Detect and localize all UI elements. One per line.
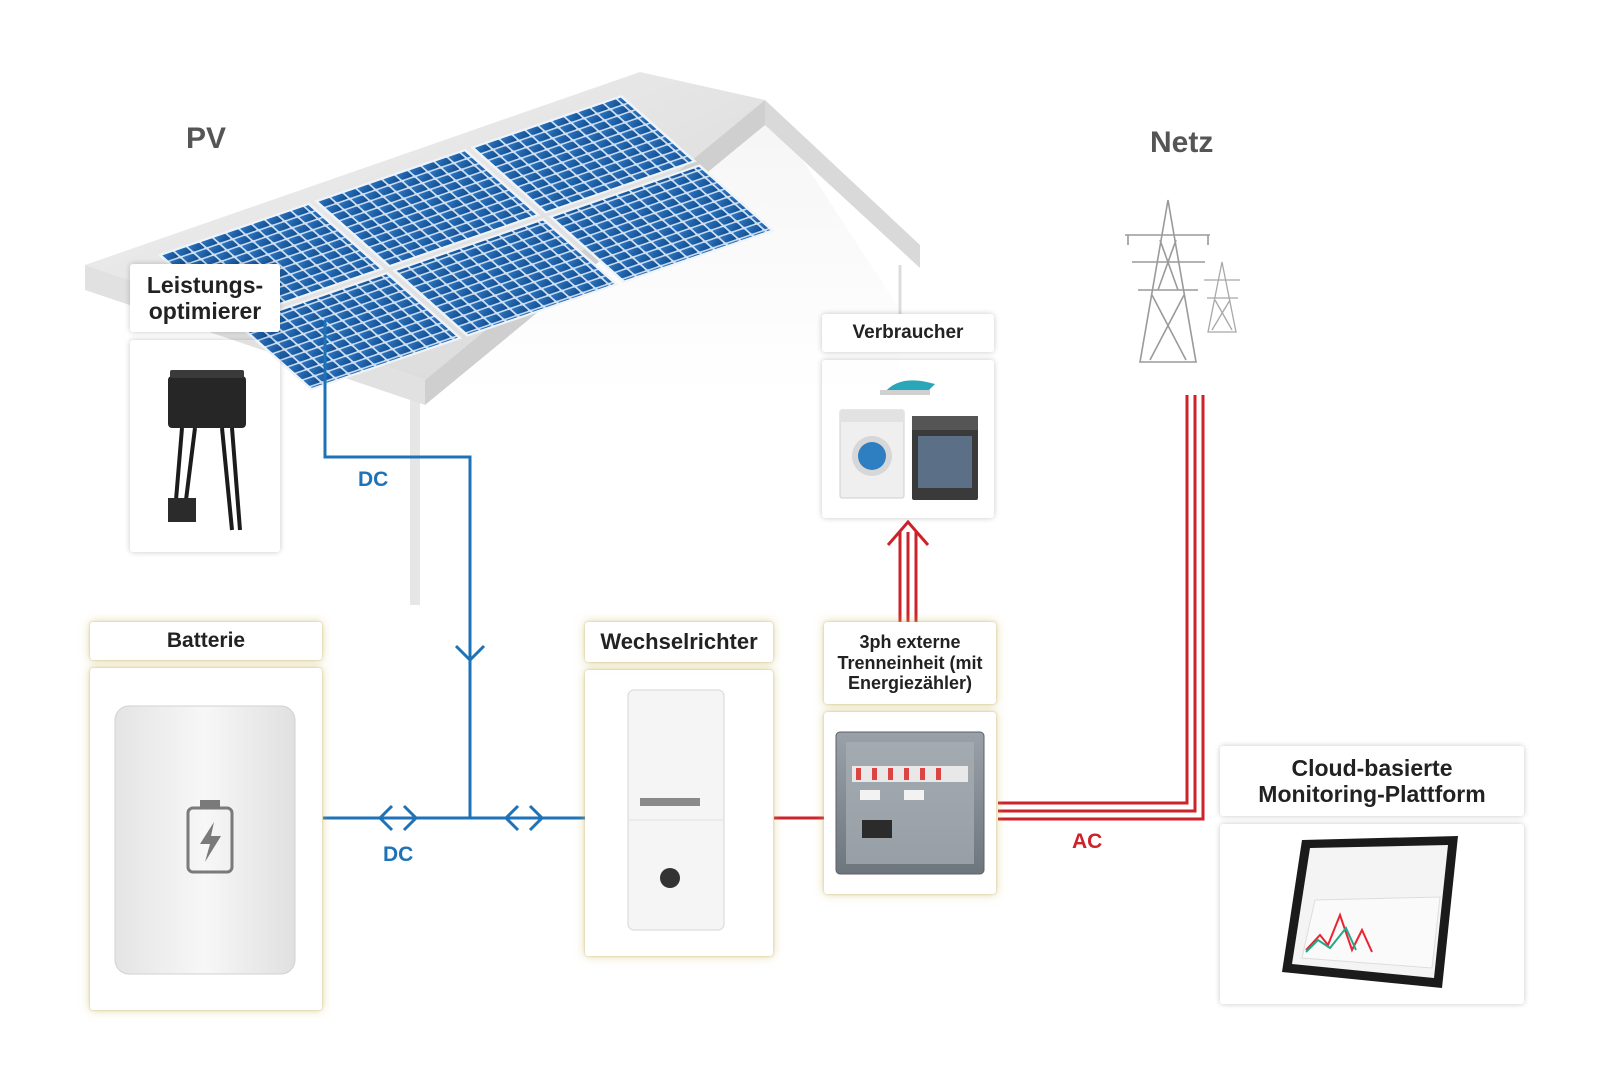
dc-label-pv: DC (358, 468, 389, 491)
disconnect-cabinet-icon (835, 731, 985, 875)
appliances-icon (839, 380, 978, 500)
pv-title: PV (186, 122, 227, 155)
battery-image-box (90, 668, 322, 1010)
battery-device-icon (114, 705, 296, 975)
consumer-label: Verbraucher (822, 314, 994, 352)
monitoring-image-box (1220, 824, 1524, 1004)
dc-line-pv (323, 320, 486, 818)
disconnect-image-box (824, 712, 996, 894)
ac-line-grid (998, 395, 1205, 821)
optimizer-image-box (130, 340, 280, 552)
monitoring-label: Cloud-basierte Monitoring-Plattform (1220, 746, 1524, 816)
power-pylon-small-icon (1204, 261, 1240, 333)
monitoring-tablet-icon (1282, 836, 1458, 988)
optimizer-label: Leistungs- optimierer (130, 264, 280, 332)
consumer-image-box (822, 360, 994, 518)
power-pylon-icon (1125, 199, 1210, 363)
ac-label-grid: AC (1072, 830, 1103, 853)
grid-title: Netz (1150, 126, 1214, 159)
disconnect-label: 3ph externe Trenneinheit (mit Energiezäh… (824, 622, 996, 704)
inverter-label: Wechselrichter (585, 622, 773, 662)
optimizer-device-icon (168, 370, 246, 531)
ac-line-consumer (886, 519, 930, 622)
dc-line-battery (323, 804, 585, 832)
solar-panel-array (157, 94, 775, 391)
inverter-device-icon (627, 689, 725, 931)
inverter-image-box (585, 670, 773, 956)
dc-label-battery: DC (383, 843, 414, 866)
battery-label: Batterie (90, 622, 322, 660)
